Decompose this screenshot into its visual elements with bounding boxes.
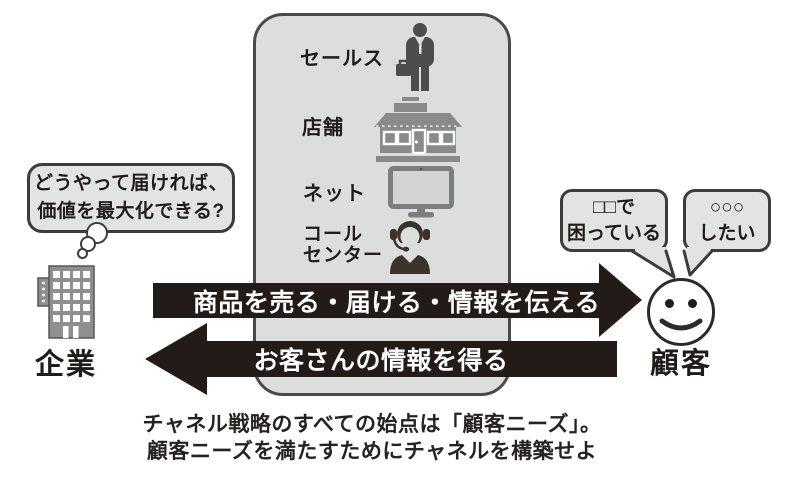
thought-line1: どうやって届ければ、 bbox=[33, 173, 229, 194]
channel-label-callcenter: コール センター bbox=[303, 224, 383, 266]
channel-label-callcenter-line1: コール bbox=[303, 224, 364, 245]
speech-problem-line2: 困っている bbox=[566, 223, 662, 244]
caption-line2: 顧客ニーズを満たすためにチャネルを構築せよ bbox=[146, 440, 598, 463]
arrow-to-customer-body bbox=[153, 283, 599, 318]
company-label: 企業 bbox=[34, 349, 97, 381]
smiley-smile bbox=[659, 318, 703, 331]
arrow-to-company-body bbox=[205, 341, 617, 377]
store-icon bbox=[374, 97, 462, 162]
speech-want-line1: ○○○ bbox=[709, 197, 745, 218]
smiley-left-eye bbox=[665, 299, 674, 308]
speech-bubble-problem-tail bbox=[631, 247, 676, 279]
speech-problem-line1: □□で bbox=[593, 197, 635, 218]
channel-panel: セールス 店舗 ネット bbox=[253, 13, 511, 396]
speech-bubble-want: ○○○ したい bbox=[683, 189, 771, 252]
customer-smiley-icon bbox=[647, 278, 715, 346]
customer-label: 顧客 bbox=[649, 348, 712, 380]
company-thought-bubble: どうやって届ければ、 価値を最大化できる? bbox=[27, 163, 235, 233]
monitor-icon bbox=[388, 166, 454, 218]
businessman-icon bbox=[396, 23, 434, 91]
speech-bubble-want-tail bbox=[682, 247, 714, 277]
channel-label-sales: セールス bbox=[300, 48, 384, 70]
channel-label-store: 店舗 bbox=[302, 117, 344, 139]
caption-line1: チャネル戦略のすべての始点は「顧客ニーズ」。 bbox=[142, 413, 602, 436]
arrow-to-customer-head bbox=[599, 263, 642, 337]
channel-label-net: ネット bbox=[303, 183, 366, 205]
arrow-to-company-label: お客さんの情報を得る bbox=[253, 347, 509, 375]
headset-operator-icon bbox=[390, 221, 430, 274]
channel-label-callcenter-line2: センター bbox=[303, 245, 384, 266]
caption: チャネル戦略のすべての始点は「顧客ニーズ」。 顧客ニーズを満たすためにチャネルを… bbox=[0, 411, 744, 465]
thought-line2: 価値を最大化できる? bbox=[37, 201, 225, 222]
speech-bubble-problem: □□で 困っている bbox=[560, 189, 668, 252]
speech-want-line2: したい bbox=[698, 223, 756, 244]
arrow-to-customer-label: 商品を売る・届ける・情報を伝える bbox=[192, 288, 601, 317]
arrow-to-company-head bbox=[145, 323, 207, 395]
company-building-icon bbox=[37, 265, 95, 339]
thought-dot-small bbox=[77, 248, 88, 259]
smiley-right-eye bbox=[688, 299, 697, 308]
